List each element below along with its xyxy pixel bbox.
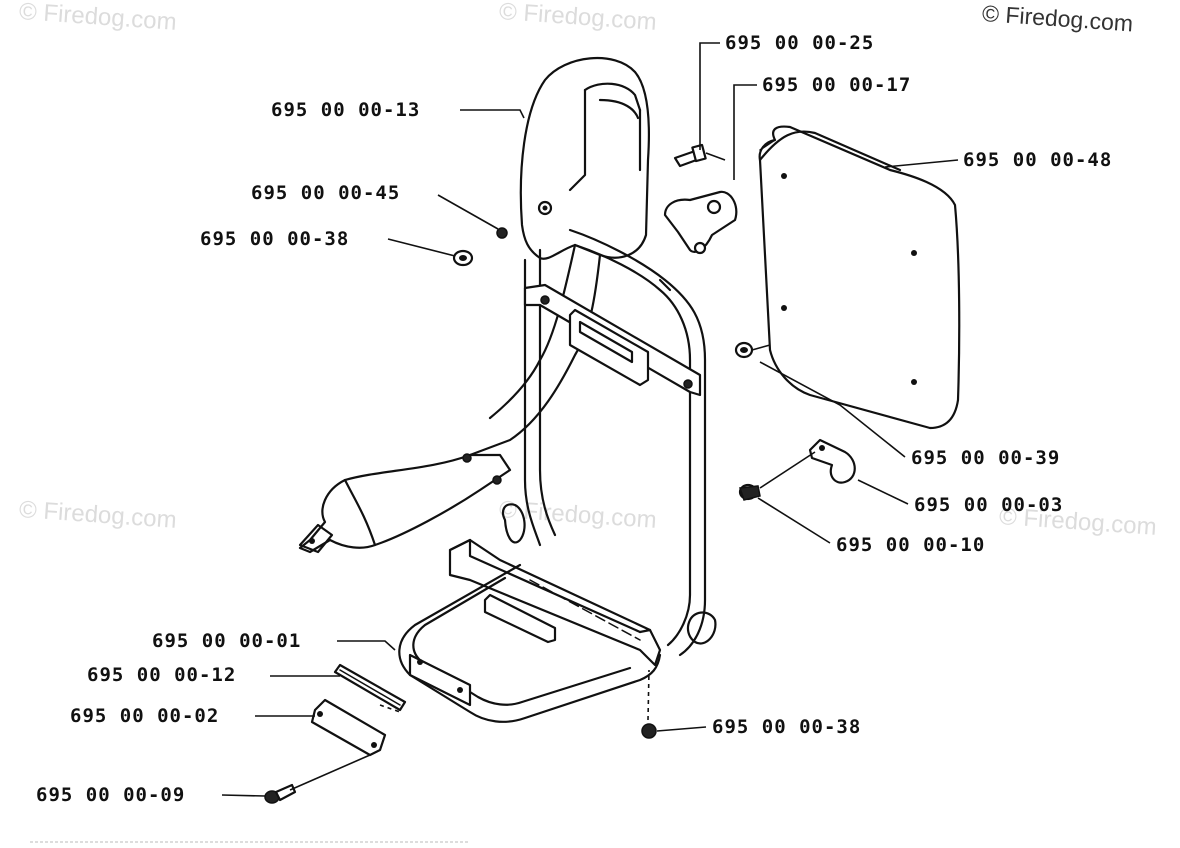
part-label-695-00-00-02: 695 00 00-02 [70, 705, 220, 727]
part-label-695-00-00-39: 695 00 00-39 [911, 447, 1061, 469]
frame-part [398, 228, 717, 723]
rubber-strip-part [333, 663, 407, 712]
washer-part [496, 227, 508, 239]
clamp-part [663, 190, 738, 255]
part-label-695-00-00-10: 695 00 00-10 [836, 534, 986, 556]
part-label-695-00-00-12: 695 00 00-12 [87, 664, 237, 686]
bolt-part [738, 483, 761, 501]
part-label-695-00-00-03: 695 00 00-03 [914, 494, 1064, 516]
leader-lines [221, 42, 959, 797]
shoulder-strap-part [298, 56, 651, 554]
part-label-695-00-00-13: 695 00 00-13 [271, 99, 421, 121]
screw-part [673, 143, 707, 168]
nut-part [734, 341, 754, 359]
part-label-695-00-00-25: 695 00 00-25 [725, 32, 875, 54]
nut-part [452, 249, 474, 267]
cable-clip-part [808, 438, 856, 484]
part-label-695-00-00-48: 695 00 00-48 [963, 149, 1113, 171]
part-label-695-00-00-01: 695 00 00-01 [152, 630, 302, 652]
back-pad-part [758, 125, 961, 430]
bracket-part [310, 698, 387, 757]
part-label-695-00-00-38: 695 00 00-38 [712, 716, 862, 738]
part-label-695-00-00-09: 695 00 00-09 [36, 784, 186, 806]
part-label-695-00-00-38: 695 00 00-38 [200, 228, 350, 250]
screw-part [264, 783, 297, 804]
nut-part [641, 723, 657, 739]
part-label-695-00-00-45: 695 00 00-45 [251, 182, 401, 204]
part-label-695-00-00-17: 695 00 00-17 [762, 74, 912, 96]
